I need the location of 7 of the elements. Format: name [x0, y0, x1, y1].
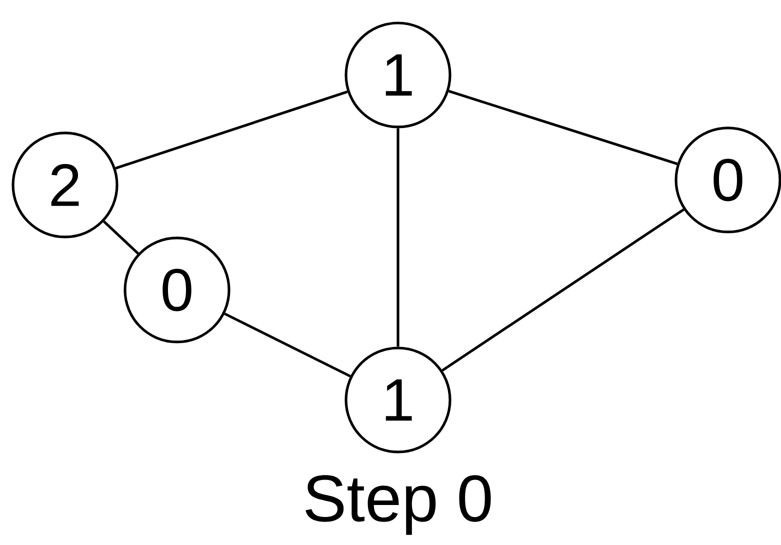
edge-line	[103, 220, 140, 254]
edge-line	[442, 208, 684, 372]
edge-line	[396, 128, 400, 347]
caption: Step 0	[306, 475, 491, 535]
edge-line	[224, 312, 351, 378]
edge-line	[115, 90, 348, 170]
edge-line	[448, 90, 678, 166]
